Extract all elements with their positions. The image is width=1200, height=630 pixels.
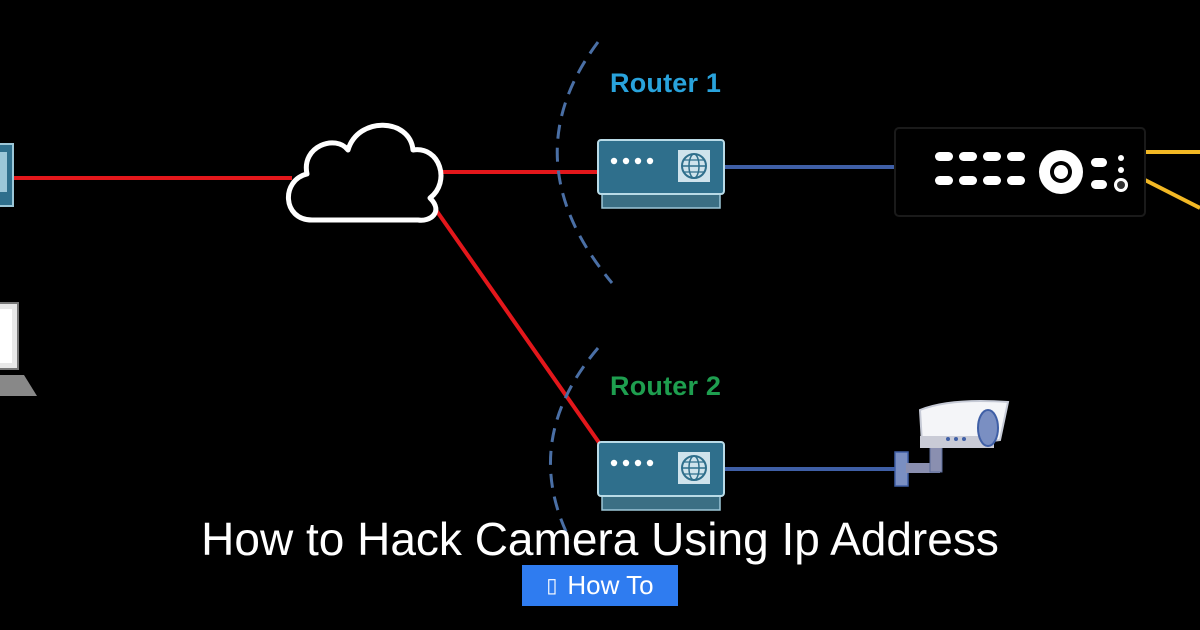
link-cloud-router-2 (434, 208, 602, 446)
security-camera-icon (894, 400, 1010, 487)
cloud-icon (286, 122, 444, 223)
laptop-icon (0, 302, 37, 396)
wifi-arc-router-1 (555, 41, 614, 284)
monitor-icon (0, 143, 14, 207)
router-icon (597, 441, 725, 511)
link-dvr-out-2 (1144, 178, 1200, 210)
router-icon (597, 139, 725, 209)
globe-icon (678, 452, 710, 484)
dvr-icon (894, 127, 1146, 217)
connection-lines (10, 150, 1200, 471)
category-label: How To (567, 570, 654, 600)
page-title: How to Hack Camera Using Ip Address (201, 513, 999, 565)
folder-icon: ▯ (546, 575, 558, 597)
wifi-arc-router-2 (548, 347, 600, 541)
router-2-label: Router 2 (610, 371, 722, 401)
category-badge[interactable]: ▯ How To (522, 565, 678, 606)
router-1-label: Router 1 (610, 68, 722, 98)
globe-icon (678, 150, 710, 182)
